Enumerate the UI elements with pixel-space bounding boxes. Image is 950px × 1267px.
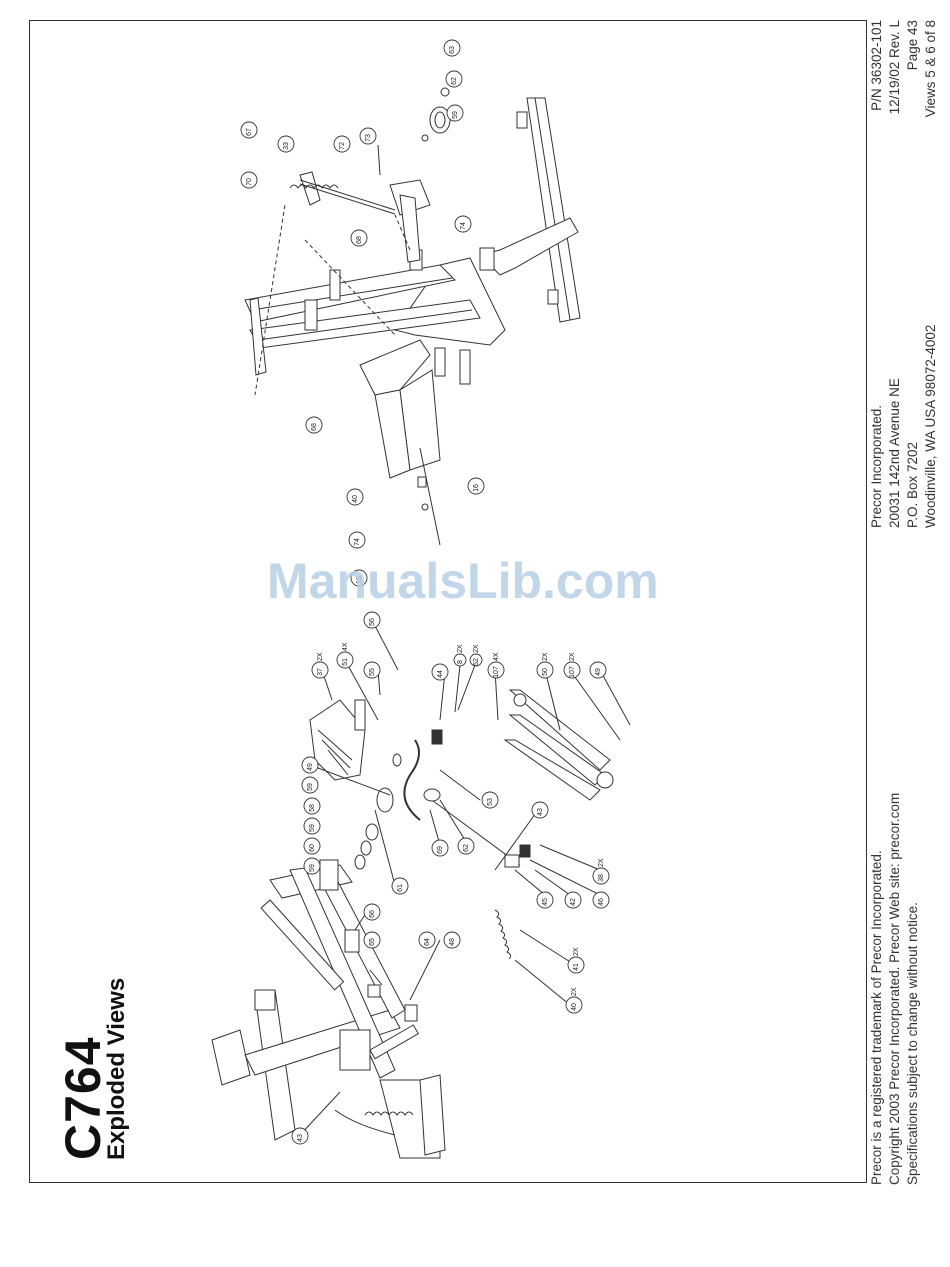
callout-label: 73 bbox=[365, 134, 372, 142]
callouts-left bbox=[291, 611, 610, 1145]
main-frame-assembly bbox=[244, 87, 581, 546]
callout-qty: 2X bbox=[573, 947, 580, 956]
callout-label: 40 bbox=[352, 495, 359, 503]
callout-label: 107 bbox=[493, 666, 500, 678]
callout-qty: 2X bbox=[457, 644, 464, 653]
callout-label: 38 bbox=[598, 874, 605, 882]
callout-label: 56 bbox=[369, 618, 376, 626]
legal-notice: Precor is a registered trademark of Prec… bbox=[868, 793, 922, 1185]
callout-label: 46 bbox=[598, 898, 605, 906]
callout-qty: 4X bbox=[342, 642, 349, 651]
callout-label: 48 bbox=[449, 938, 456, 946]
link-arm-assembly bbox=[211, 619, 631, 1159]
views-indicator: Views 5 & 6 of 8 bbox=[923, 20, 938, 118]
callout-label: 66 bbox=[369, 910, 376, 918]
part-number: P/N 36302-101 bbox=[869, 20, 884, 111]
callout-label: 42 bbox=[570, 898, 577, 906]
callout-label: 74 bbox=[354, 538, 361, 546]
callout-label: 72 bbox=[339, 142, 346, 150]
callout-label: 58 bbox=[309, 804, 316, 812]
callout-label: 63 bbox=[449, 46, 456, 54]
callout-qty: 2X bbox=[473, 644, 480, 653]
callout-label: 61 bbox=[397, 884, 404, 892]
callout-label: 44 bbox=[437, 670, 444, 678]
callout-label: 51 bbox=[342, 658, 349, 666]
address-line: Precor Incorporated. bbox=[869, 404, 884, 528]
address-line: 20031 142nd Avenue NE bbox=[887, 378, 902, 528]
company-address: Precor Incorporated. 20031 142nd Avenue … bbox=[868, 325, 940, 528]
callout-label: 41 bbox=[573, 963, 580, 971]
callout-label: 67 bbox=[246, 128, 253, 136]
callout-label: 59 bbox=[309, 864, 316, 872]
callout-label: 33 bbox=[283, 142, 290, 150]
callout-qty: 4X bbox=[493, 652, 500, 661]
callout-label: 45 bbox=[542, 898, 549, 906]
callout-label: 69 bbox=[437, 846, 444, 854]
callout-label: 53 bbox=[487, 798, 494, 806]
callout-label: 37 bbox=[317, 668, 324, 676]
callout-label: 68 bbox=[311, 423, 318, 431]
callout-qty: 2X bbox=[317, 652, 324, 661]
page-number: Page 43 bbox=[905, 20, 920, 71]
callout-label: 68 bbox=[356, 236, 363, 244]
part-info: P/N 36302-101 12/19/02 Rev. L Page 43 Vi… bbox=[868, 20, 940, 245]
model-title: C764 bbox=[55, 1036, 111, 1160]
callout-label: 64 bbox=[424, 938, 431, 946]
callout-qty: 2X bbox=[569, 652, 576, 661]
callout-label: 62 bbox=[451, 77, 458, 85]
callout-label: 49 bbox=[307, 763, 314, 771]
callout-qty: 2X bbox=[542, 652, 549, 661]
callout-label: 62 bbox=[463, 844, 470, 852]
legal-line: Precor is a registered trademark of Prec… bbox=[869, 850, 884, 1185]
revision-date: 12/19/02 Rev. L bbox=[887, 20, 902, 115]
callout-label: 49 bbox=[595, 668, 602, 676]
callout-label: 40 bbox=[571, 1003, 578, 1011]
callout-label: 8 bbox=[457, 660, 464, 664]
watermark: ManualsLib.com bbox=[267, 553, 659, 609]
callout-label: 65 bbox=[369, 938, 376, 946]
drawing-frame bbox=[29, 20, 867, 1183]
legal-line: Copyright 2003 Precor Incorporated. Prec… bbox=[887, 792, 902, 1185]
callout-qty: 2X bbox=[598, 858, 605, 867]
callout-label: 16 bbox=[473, 484, 480, 492]
callouts-right bbox=[240, 39, 485, 587]
callout-label: 59 bbox=[307, 783, 314, 791]
callout-label: 59 bbox=[309, 824, 316, 832]
callout-label: 43 bbox=[537, 808, 544, 816]
callout-label: 15 bbox=[356, 576, 363, 584]
callout-label: 52 bbox=[473, 658, 480, 666]
callout-label: 43 bbox=[297, 1134, 304, 1142]
address-line: P.O. Box 7202 bbox=[905, 441, 920, 528]
callout-label: 107 bbox=[569, 666, 576, 678]
legal-line: Specifications subject to change without… bbox=[905, 902, 920, 1185]
callout-label: 59 bbox=[452, 111, 459, 119]
page-subtitle: Exploded Views bbox=[103, 977, 130, 1160]
address-line: Woodinville, WA USA 98072-4002 bbox=[923, 324, 938, 528]
callout-label: 50 bbox=[542, 668, 549, 676]
callout-label: 60 bbox=[309, 844, 316, 852]
callout-label: 55 bbox=[369, 668, 376, 676]
callout-label: 70 bbox=[246, 178, 253, 186]
callout-qty: 2X bbox=[571, 987, 578, 996]
callout-label: 74 bbox=[460, 222, 467, 230]
